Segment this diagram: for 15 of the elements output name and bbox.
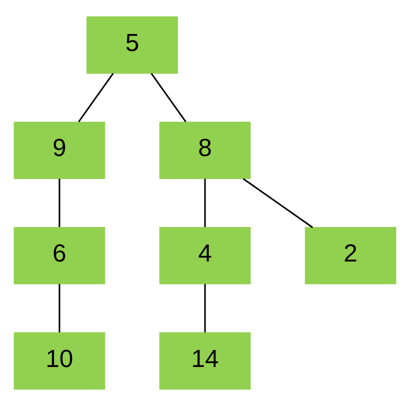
connector — [58, 284, 60, 332]
connector — [150, 72, 186, 122]
node-box: 5 — [86, 16, 178, 74]
connector — [58, 178, 60, 227]
node-box: 9 — [14, 121, 106, 178]
node-box: 10 — [14, 332, 106, 390]
node-box: 6 — [14, 226, 106, 284]
connector — [78, 72, 114, 122]
connector — [204, 284, 206, 332]
connector — [242, 178, 314, 228]
node-box: 2 — [304, 226, 396, 284]
node-box: 4 — [159, 226, 251, 284]
node-box: 14 — [159, 332, 251, 390]
connector — [204, 178, 206, 227]
node-box: 8 — [159, 121, 251, 178]
